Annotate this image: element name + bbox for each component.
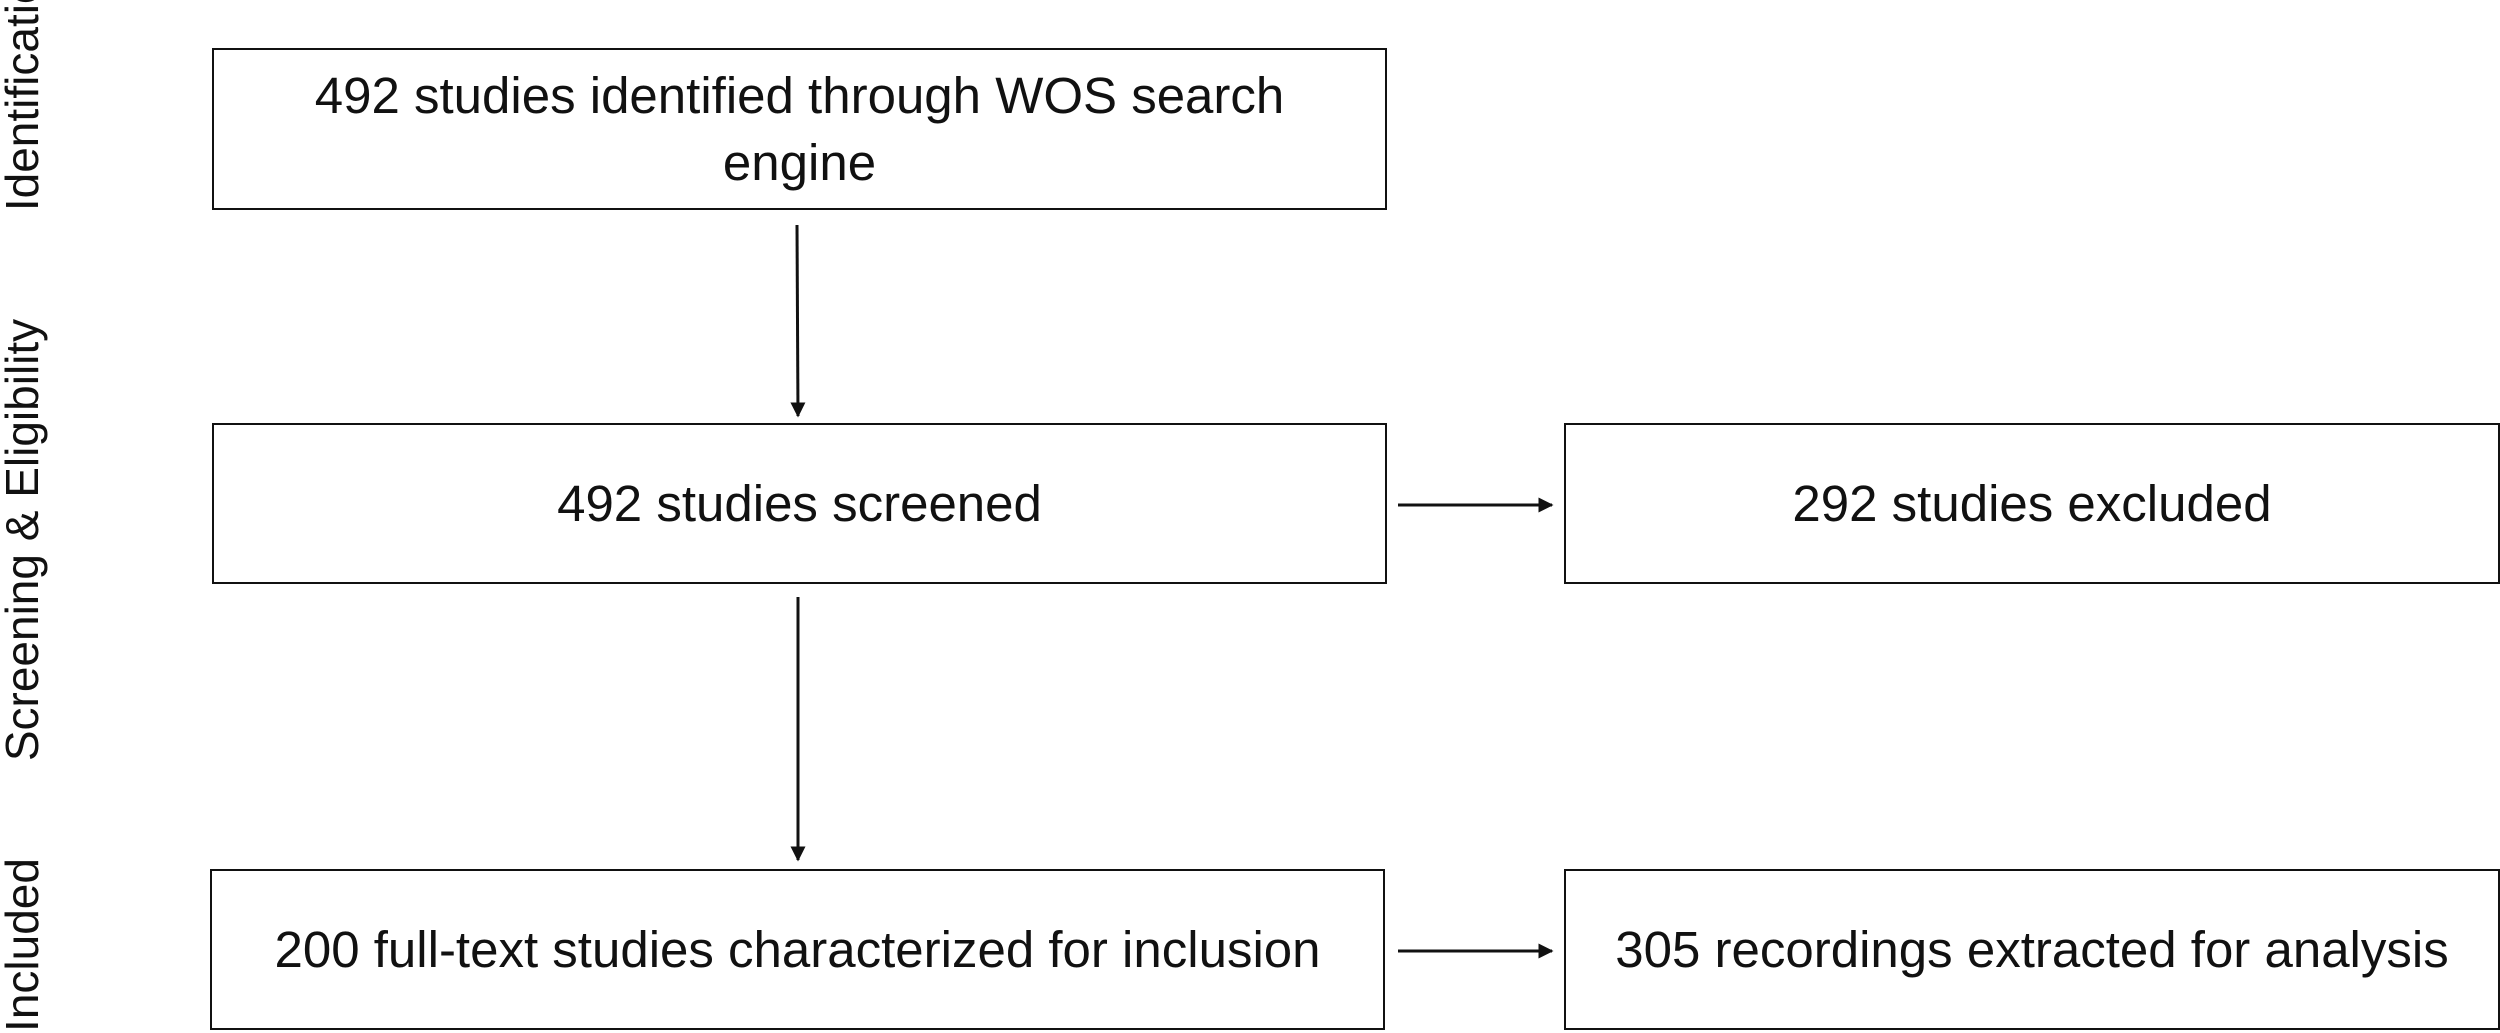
stage-label-included: Included xyxy=(0,858,48,1032)
recordings-box: 305 recordings extracted for analysis xyxy=(1564,869,2500,1030)
recordings-text: 305 recordings extracted for analysis xyxy=(1615,921,2449,978)
excluded-box: 292 studies excluded xyxy=(1564,423,2500,584)
stage-label-screening-eligibility: Screening & Eligibility xyxy=(0,318,48,762)
arrow-identified-to-screened xyxy=(790,224,806,418)
fulltext-box: 200 full-text studies characterized for … xyxy=(210,869,1385,1030)
screened-text: 492 studies screened xyxy=(557,475,1042,532)
stage-label-identification: Identification xyxy=(0,0,48,212)
fulltext-text: 200 full-text studies characterized for … xyxy=(274,921,1321,978)
excluded-text: 292 studies excluded xyxy=(1792,475,2272,532)
identified-text: 492 studies identified through WOS searc… xyxy=(314,67,1285,191)
identified-box: 492 studies identified through WOS searc… xyxy=(212,48,1387,210)
screened-box: 492 studies screened xyxy=(212,423,1387,584)
